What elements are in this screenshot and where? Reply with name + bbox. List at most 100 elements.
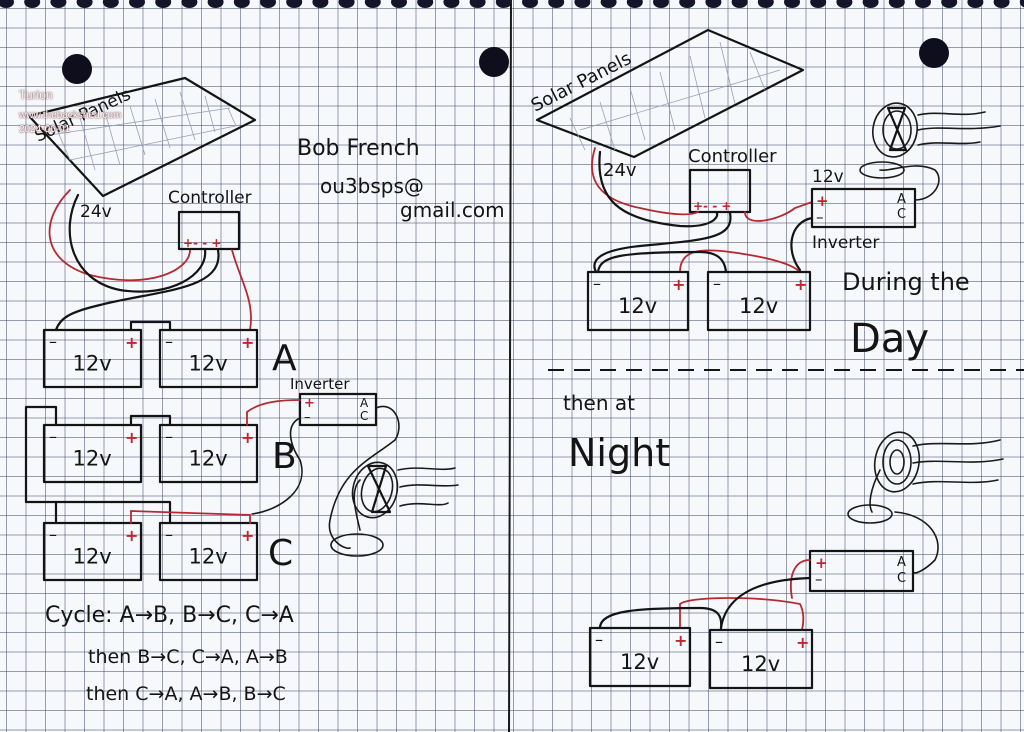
cycle-line-2: then B→C, C→A, A→B bbox=[88, 646, 288, 668]
watermark-user: Turion bbox=[19, 88, 53, 102]
right-inverter-c: C bbox=[897, 207, 906, 222]
spiral-ring bbox=[76, 0, 93, 8]
bank-c-battery-2: –+12v bbox=[158, 521, 259, 582]
spiral-ring bbox=[181, 0, 198, 8]
battery-minus-terminal: – bbox=[49, 332, 57, 351]
punch-hole bbox=[479, 47, 509, 77]
left-inverter-c: C bbox=[360, 409, 368, 423]
spiral-ring bbox=[155, 0, 172, 8]
battery-outline bbox=[158, 423, 259, 484]
battery-outline bbox=[42, 423, 143, 484]
author-email-line2: gmail.com bbox=[400, 198, 505, 222]
bank-a-series-link bbox=[129, 320, 172, 332]
right-inverter-plus: + bbox=[816, 192, 829, 210]
cycle-line-3: then C→A, A→B, B→C bbox=[86, 683, 286, 705]
right-inverter-voltage: 12v bbox=[812, 167, 844, 187]
battery-voltage-label: 12v bbox=[73, 545, 112, 569]
punch-hole bbox=[919, 38, 949, 68]
spiral-ring bbox=[862, 0, 879, 8]
right-inverter-minus: – bbox=[816, 208, 824, 226]
night-caption-1: then at bbox=[563, 391, 635, 415]
battery-voltage-label: 12v bbox=[189, 352, 228, 376]
spiral-ring bbox=[391, 0, 407, 8]
battery-outline bbox=[588, 626, 692, 688]
spiral-ring bbox=[757, 0, 774, 8]
spiral-ring bbox=[207, 0, 224, 8]
night-inverter-minus: – bbox=[815, 570, 823, 588]
spiral-ring bbox=[50, 0, 67, 8]
right-battery-pos-link bbox=[679, 249, 801, 273]
left-inverter-label: Inverter bbox=[290, 375, 350, 393]
solar-panel-outline bbox=[27, 76, 257, 198]
right-inverter-label: Inverter bbox=[812, 233, 879, 253]
battery-voltage-label: 12v bbox=[739, 294, 778, 318]
left-inverter-box bbox=[298, 392, 378, 427]
day-caption-1: During the bbox=[842, 268, 970, 296]
day-battery-1: –+12v bbox=[586, 270, 690, 332]
battery-minus-terminal: – bbox=[49, 427, 57, 446]
left-inverter-a: A bbox=[360, 396, 369, 410]
spiral-ring bbox=[941, 0, 958, 8]
spiral-ring bbox=[888, 0, 905, 8]
bank-c-pos-link bbox=[130, 510, 251, 524]
right-solar-voltage: 24v bbox=[603, 160, 637, 181]
left-controller-box bbox=[177, 210, 241, 251]
right-inverter-ac-cord bbox=[879, 165, 940, 201]
spiral-ring bbox=[967, 0, 984, 8]
spiral-ring bbox=[993, 0, 1010, 8]
spiral-ring bbox=[653, 0, 669, 8]
battery-plus-terminal: + bbox=[241, 526, 254, 545]
battery-outline bbox=[158, 328, 259, 389]
battery-outline bbox=[586, 270, 690, 332]
spiral-binding bbox=[0, 0, 1024, 8]
battery-plus-terminal: + bbox=[241, 428, 254, 447]
battery-plus-terminal: + bbox=[674, 631, 687, 650]
spiral-ring bbox=[679, 0, 696, 8]
spiral-ring bbox=[286, 0, 303, 8]
right-controller-terminals: +- - + bbox=[693, 199, 731, 213]
left-inverter-ac-cord bbox=[328, 405, 400, 549]
battery-plus-terminal: + bbox=[125, 526, 138, 545]
bank-label-b: B bbox=[272, 436, 297, 477]
battery-voltage-label: 12v bbox=[741, 652, 780, 676]
page-divider bbox=[508, 0, 512, 732]
battery-minus-terminal: – bbox=[165, 332, 173, 351]
battery-outline bbox=[708, 628, 814, 690]
right-solar-label: Solar Panels bbox=[528, 48, 635, 116]
spiral-ring bbox=[129, 0, 145, 8]
right-controller-box bbox=[688, 168, 752, 214]
bank-b-c-neg-link bbox=[24, 405, 172, 525]
night-inverter-a: A bbox=[897, 555, 906, 570]
battery-voltage-label: 12v bbox=[189, 545, 228, 569]
left-controller-terminals: +- - + bbox=[183, 236, 221, 250]
night-inverter-box bbox=[808, 549, 915, 593]
night-caption-2: Night bbox=[568, 431, 670, 475]
battery-voltage-label: 12v bbox=[618, 294, 657, 318]
day-caption-2: Day bbox=[850, 316, 929, 362]
spiral-ring bbox=[443, 0, 460, 8]
spiral-ring bbox=[600, 0, 617, 8]
left-solar-panel: Solar Panels bbox=[27, 76, 257, 198]
battery-outline bbox=[706, 270, 812, 332]
spiral-ring bbox=[574, 0, 591, 8]
battery-minus-terminal: – bbox=[593, 274, 601, 293]
battery-outline bbox=[42, 521, 143, 582]
bank-b-series-link bbox=[129, 414, 172, 427]
spiral-ring bbox=[1019, 0, 1024, 8]
left-battery-banks: –+12v–+12v–+12v–+12v–+12v–+12v bbox=[42, 328, 259, 582]
left-inverter-minus: – bbox=[304, 410, 311, 425]
battery-minus-terminal: – bbox=[49, 525, 57, 544]
battery-voltage-label: 12v bbox=[620, 650, 659, 674]
right-ctrl-neg-wire bbox=[593, 211, 732, 274]
punch-hole bbox=[62, 54, 92, 84]
battery-plus-terminal: + bbox=[796, 633, 809, 652]
bank-b-battery-1: –+12v bbox=[42, 423, 143, 484]
right-solar-red-wire bbox=[591, 147, 699, 216]
battery-plus-terminal: + bbox=[241, 333, 254, 352]
bank-b-battery-2: –+12v bbox=[158, 423, 259, 484]
right-battery-banks: –+12v–+12v–+12v–+12v bbox=[586, 270, 814, 690]
night-battery-2: –+12v bbox=[708, 628, 814, 690]
spiral-ring bbox=[836, 0, 853, 8]
author-email-line1: ou3bsps@ bbox=[320, 174, 424, 198]
